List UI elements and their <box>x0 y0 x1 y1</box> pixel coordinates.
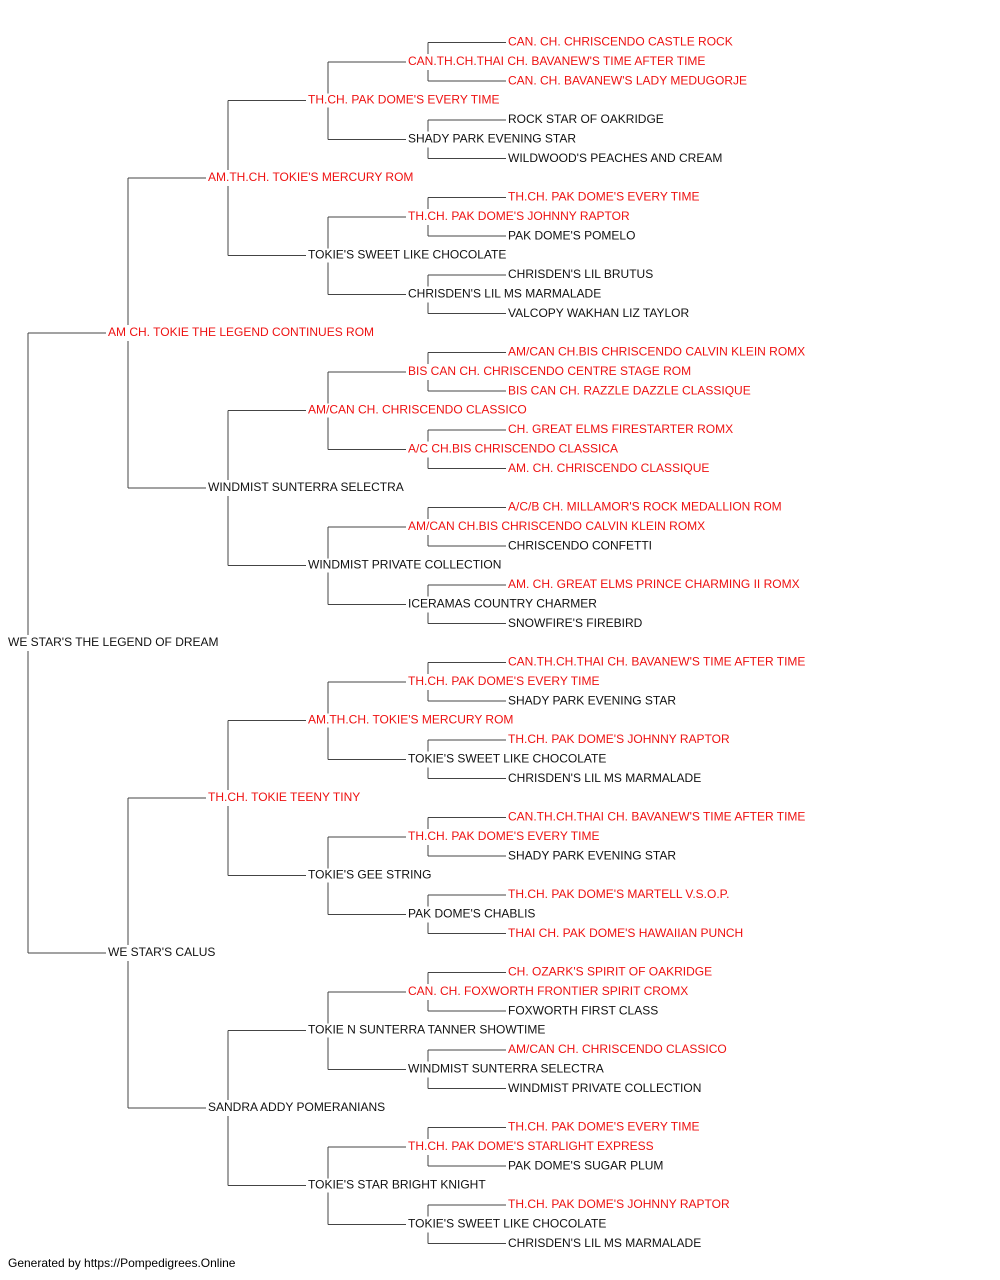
pedigree-name-dam-sire-sire-sire-dam: SHADY PARK EVENING STAR <box>508 693 676 707</box>
pedigree-name-sire-sire-dam: TOKIE'S SWEET LIKE CHOCOLATE <box>308 248 506 262</box>
pedigree-name-dam-sire-sire-dam-sire: TH.CH. PAK DOME'S JOHNNY RAPTOR <box>508 732 730 746</box>
pedigree-name-sire-dam-dam-dam-dam: SNOWFIRE'S FIREBIRD <box>508 616 643 630</box>
pedigree-name-dam-dam-sire-sire-sire: CH. OZARK'S SPIRIT OF OAKRIDGE <box>508 965 712 979</box>
pedigree-name-sire-dam-sire-dam: A/C CH.BIS CHRISCENDO CLASSICA <box>408 441 618 455</box>
pedigree-name-sire-sire-sire-dam-sire: ROCK STAR OF OAKRIDGE <box>508 112 664 126</box>
pedigree-name-sire: AM CH. TOKIE THE LEGEND CONTINUES ROM <box>108 325 374 339</box>
pedigree-name-sire-sire-sire-dam-dam: WILDWOOD'S PEACHES AND CREAM <box>508 151 722 165</box>
pedigree-name-sire-dam-dam-dam: ICERAMAS COUNTRY CHARMER <box>408 596 597 610</box>
pedigree-name-sire-dam-sire-sire-sire: AM/CAN CH.BIS CHRISCENDO CALVIN KLEIN RO… <box>508 345 805 359</box>
pedigree-name-dam-dam-sire-sire: CAN. CH. FOXWORTH FRONTIER SPIRIT CROMX <box>408 984 688 998</box>
pedigree-name-dam-dam: SANDRA ADDY POMERANIANS <box>208 1100 385 1114</box>
pedigree-name-dam-sire-sire: AM.TH.CH. TOKIE'S MERCURY ROM <box>308 713 513 727</box>
pedigree-name-sire-sire-sire-sire-sire: CAN. CH. CHRISCENDO CASTLE ROCK <box>508 35 733 49</box>
pedigree-name-sire-dam: WINDMIST SUNTERRA SELECTRA <box>208 480 404 494</box>
pedigree-name-dam-dam-sire: TOKIE N SUNTERRA TANNER SHOWTIME <box>308 1023 545 1037</box>
pedigree-name-dam-dam-sire-dam-dam: WINDMIST PRIVATE COLLECTION <box>508 1081 701 1095</box>
pedigree-name-sire-sire-dam-sire: TH.CH. PAK DOME'S JOHNNY RAPTOR <box>408 209 630 223</box>
pedigree-name-dam-sire-sire-sire: TH.CH. PAK DOME'S EVERY TIME <box>408 674 599 688</box>
pedigree-name-dam-dam-sire-dam-sire: AM/CAN CH. CHRISCENDO CLASSICO <box>508 1042 727 1056</box>
pedigree-name-sire-sire-sire-dam: SHADY PARK EVENING STAR <box>408 131 576 145</box>
pedigree-name-dam-dam-dam-dam-dam: CHRISDEN'S LIL MS MARMALADE <box>508 1236 701 1250</box>
pedigree-name-dam-dam-dam-dam: TOKIE'S SWEET LIKE CHOCOLATE <box>408 1216 606 1230</box>
pedigree-name-subject: WE STAR'S THE LEGEND OF DREAM <box>8 635 219 649</box>
pedigree-name-sire-sire-sire-sire-dam: CAN. CH. BAVANEW'S LADY MEDUGORJE <box>508 73 747 87</box>
pedigree-name-sire-sire-dam-dam: CHRISDEN'S LIL MS MARMALADE <box>408 286 601 300</box>
pedigree-name-dam-sire-dam-dam: PAK DOME'S CHABLIS <box>408 906 535 920</box>
pedigree-name-sire-dam-sire: AM/CAN CH. CHRISCENDO CLASSICO <box>308 403 527 417</box>
pedigree-name-sire-sire-dam-sire-dam: PAK DOME'S POMELO <box>508 228 635 242</box>
pedigree-name-sire-sire: AM.TH.CH. TOKIE'S MERCURY ROM <box>208 170 413 184</box>
pedigree-name-sire-sire-sire-sire: CAN.TH.CH.THAI CH. BAVANEW'S TIME AFTER … <box>408 54 705 68</box>
pedigree-name-dam-sire-sire-sire-sire: CAN.TH.CH.THAI CH. BAVANEW'S TIME AFTER … <box>508 655 805 669</box>
pedigree-name-dam-sire-dam: TOKIE'S GEE STRING <box>308 868 431 882</box>
pedigree-name-sire-dam-sire-dam-dam: AM. CH. CHRISCENDO CLASSIQUE <box>508 461 709 475</box>
generated-by-footer: Generated by https://Pompedigrees.Online <box>8 1256 236 1270</box>
pedigree-name-sire-sire-dam-dam-sire: CHRISDEN'S LIL BRUTUS <box>508 267 653 281</box>
pedigree-name-dam-dam-sire-dam: WINDMIST SUNTERRA SELECTRA <box>408 1061 604 1075</box>
pedigree-name-sire-dam-dam-dam-sire: AM. CH. GREAT ELMS PRINCE CHARMING II RO… <box>508 577 800 591</box>
pedigree-name-dam-sire: TH.CH. TOKIE TEENY TINY <box>208 790 360 804</box>
pedigree-name-sire-sire-dam-sire-sire: TH.CH. PAK DOME'S EVERY TIME <box>508 190 699 204</box>
pedigree-name-dam-dam-sire-sire-dam: FOXWORTH FIRST CLASS <box>508 1003 658 1017</box>
pedigree-name-dam-dam-dam: TOKIE'S STAR BRIGHT KNIGHT <box>308 1178 486 1192</box>
pedigree-name-sire-sire-sire: TH.CH. PAK DOME'S EVERY TIME <box>308 93 499 107</box>
pedigree-name-dam-dam-dam-sire-sire: TH.CH. PAK DOME'S EVERY TIME <box>508 1120 699 1134</box>
pedigree-name-dam: WE STAR'S CALUS <box>108 945 215 959</box>
pedigree-name-sire-dam-sire-dam-sire: CH. GREAT ELMS FIRESTARTER ROMX <box>508 422 733 436</box>
pedigree-name-dam-dam-dam-sire: TH.CH. PAK DOME'S STARLIGHT EXPRESS <box>408 1139 654 1153</box>
pedigree-name-dam-sire-sire-dam-dam: CHRISDEN'S LIL MS MARMALADE <box>508 771 701 785</box>
pedigree-name-sire-dam-sire-sire: BIS CAN CH. CHRISCENDO CENTRE STAGE ROM <box>408 364 691 378</box>
pedigree-name-dam-sire-dam-sire: TH.CH. PAK DOME'S EVERY TIME <box>408 829 599 843</box>
pedigree-name-sire-sire-dam-dam-dam: VALCOPY WAKHAN LIZ TAYLOR <box>508 306 689 320</box>
pedigree-name-sire-dam-dam-sire: AM/CAN CH.BIS CHRISCENDO CALVIN KLEIN RO… <box>408 519 705 533</box>
pedigree-name-sire-dam-dam: WINDMIST PRIVATE COLLECTION <box>308 558 501 572</box>
pedigree-name-sire-dam-dam-sire-dam: CHRISCENDO CONFETTI <box>508 538 652 552</box>
pedigree-name-dam-dam-dam-dam-sire: TH.CH. PAK DOME'S JOHNNY RAPTOR <box>508 1197 730 1211</box>
pedigree-name-sire-dam-dam-sire-sire: A/C/B CH. MILLAMOR'S ROCK MEDALLION ROM <box>508 500 782 514</box>
pedigree-name-dam-sire-dam-dam-dam: THAI CH. PAK DOME'S HAWAIIAN PUNCH <box>508 926 743 940</box>
pedigree-name-dam-sire-dam-dam-sire: TH.CH. PAK DOME'S MARTELL V.S.O.P. <box>508 887 729 901</box>
pedigree-name-dam-sire-dam-sire-dam: SHADY PARK EVENING STAR <box>508 848 676 862</box>
pedigree-name-dam-sire-sire-dam: TOKIE'S SWEET LIKE CHOCOLATE <box>408 751 606 765</box>
pedigree-name-dam-sire-dam-sire-sire: CAN.TH.CH.THAI CH. BAVANEW'S TIME AFTER … <box>508 810 805 824</box>
pedigree-name-dam-dam-dam-sire-dam: PAK DOME'S SUGAR PLUM <box>508 1158 663 1172</box>
pedigree-name-sire-dam-sire-sire-dam: BIS CAN CH. RAZZLE DAZZLE CLASSIQUE <box>508 383 751 397</box>
